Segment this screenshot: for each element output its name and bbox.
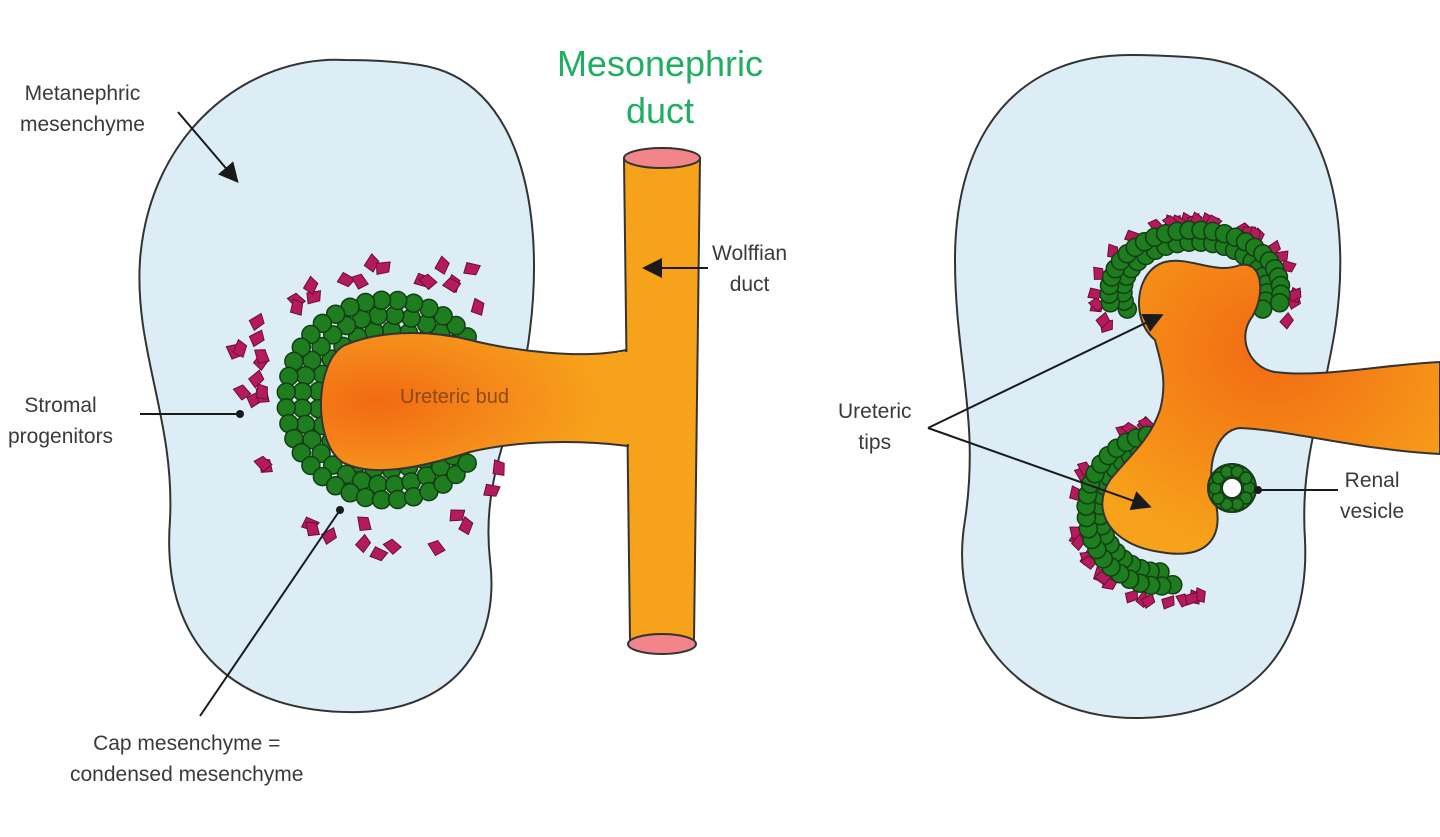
ureteric-tip-pointer-lower [927, 427, 1152, 511]
right-cap-mesenchyme-cells [1076, 220, 1291, 596]
renal-vesicle-label: Renal vesicle [1340, 469, 1405, 523]
metanephric-pointer [177, 111, 239, 184]
stromal-progenitors-label: Stromal progenitors [8, 394, 114, 448]
left-ureteric-bud [319, 332, 630, 472]
left-stromal-progenitor-cells [225, 253, 505, 562]
wolffian-duct [622, 157, 702, 641]
cap-pointer [199, 509, 341, 717]
metanephric-mesenchyme-label: Metanephric mesenchyme [20, 82, 145, 136]
wolffian-duct-top-opening [623, 147, 701, 169]
title-line-2: duct [625, 90, 695, 131]
mesonephric-duct-title: Mesonephric duct [520, 40, 800, 134]
wolffian-duct-label: Wolffian duct [712, 242, 788, 296]
renal-vesicle-cells [1208, 465, 1256, 511]
ureteric-tip-pointer-upper [927, 313, 1164, 429]
ureteric-tips-label: Ureteric tips [838, 400, 912, 454]
wolffian-duct-bottom-opening [627, 633, 697, 655]
right-metanephric-mesenchyme [953, 53, 1342, 720]
right-branched-ureteric-bud [1101, 259, 1440, 555]
title-line-1: Mesonephric [556, 43, 764, 84]
ureteric-bud-label: Ureteric bud [400, 386, 509, 408]
cap-mesenchyme-label: Cap mesenchyme = condensed mesenchyme [70, 732, 304, 786]
